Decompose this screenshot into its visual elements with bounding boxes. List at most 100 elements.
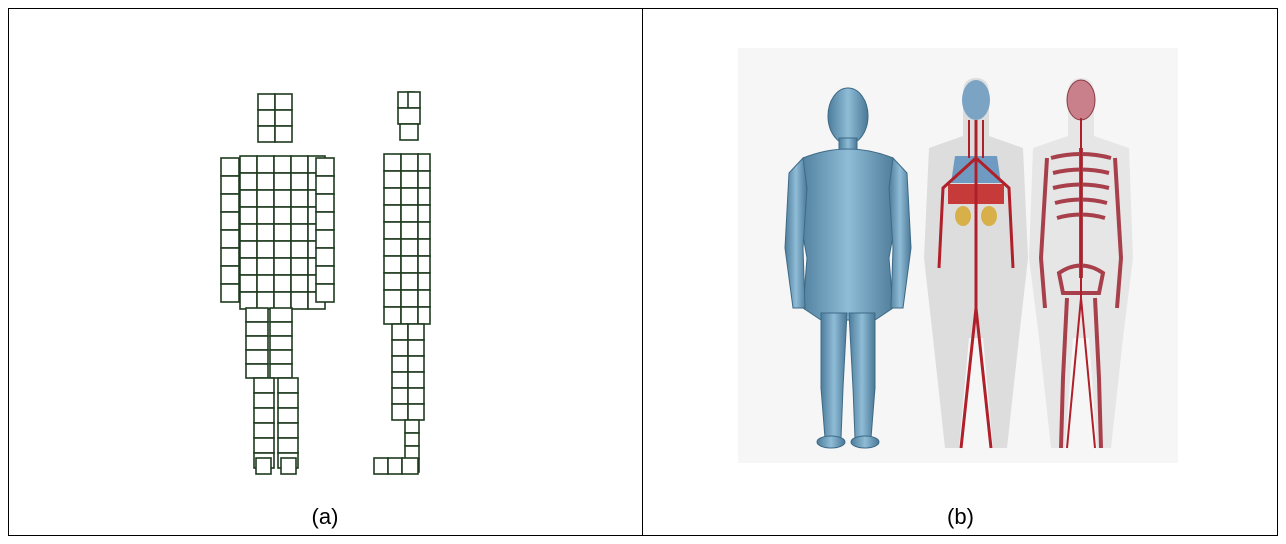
voxel-box <box>254 408 274 423</box>
voxel-box <box>316 194 334 212</box>
voxel-box <box>256 458 271 474</box>
voxel-box <box>388 458 402 474</box>
anatomical-phantom-figure <box>643 8 1278 536</box>
voxel-box <box>278 378 298 393</box>
voxel-box <box>221 230 239 248</box>
voxel-box <box>408 388 424 404</box>
voxel-box <box>418 256 430 273</box>
voxel-box <box>240 292 257 309</box>
voxel-box <box>270 350 292 364</box>
voxel-box <box>221 248 239 266</box>
voxel-box <box>384 273 401 290</box>
voxel-box <box>274 275 291 292</box>
voxel-box <box>384 154 401 171</box>
voxel-box <box>281 458 296 474</box>
voxel-box <box>270 308 292 322</box>
voxel-box <box>291 292 308 309</box>
voxel-box <box>275 110 292 126</box>
panel-b: (b) <box>643 8 1278 536</box>
voxel-box <box>401 188 418 205</box>
voxel-box <box>258 126 275 142</box>
voxel-box <box>221 266 239 284</box>
voxel-box <box>254 438 274 453</box>
voxel-box <box>400 124 418 140</box>
voxel-box <box>401 273 418 290</box>
voxel-box <box>240 173 257 190</box>
voxel-box <box>291 224 308 241</box>
voxel-box <box>257 241 274 258</box>
voxel-box <box>270 336 292 350</box>
voxel-box <box>278 438 298 453</box>
voxel-box <box>254 393 274 408</box>
voxel-box <box>418 222 430 239</box>
voxel-box <box>291 275 308 292</box>
voxel-box <box>316 266 334 284</box>
voxel-box <box>316 284 334 302</box>
voxel-box <box>270 322 292 336</box>
voxel-box <box>408 404 424 420</box>
voxel-box <box>291 258 308 275</box>
voxel-box <box>392 324 408 340</box>
caption-a: (a) <box>8 504 642 530</box>
voxel-box <box>257 275 274 292</box>
voxel-box <box>401 307 418 324</box>
voxel-box <box>398 108 420 124</box>
voxel-box <box>274 190 291 207</box>
voxel-phantom-figure <box>8 8 642 536</box>
voxel-box <box>418 239 430 256</box>
voxel-box <box>392 388 408 404</box>
voxel-box <box>274 156 291 173</box>
voxel-box <box>392 340 408 356</box>
voxel-box <box>246 336 268 350</box>
voxel-box <box>257 190 274 207</box>
voxel-box <box>418 307 430 324</box>
voxel-box <box>401 171 418 188</box>
voxel-box <box>257 224 274 241</box>
voxel-box <box>246 364 268 378</box>
voxel-box <box>384 256 401 273</box>
voxel-box <box>246 350 268 364</box>
voxel-box <box>291 241 308 258</box>
voxel-box <box>401 290 418 307</box>
voxel-box <box>257 173 274 190</box>
voxel-box <box>405 420 419 433</box>
voxel-box <box>401 154 418 171</box>
voxel-box <box>374 458 388 474</box>
voxel-box <box>274 173 291 190</box>
voxel-box <box>384 205 401 222</box>
voxel-box <box>392 372 408 388</box>
voxel-box <box>408 340 424 356</box>
voxel-box <box>401 239 418 256</box>
voxel-box <box>291 173 308 190</box>
voxel-box <box>240 258 257 275</box>
voxel-box <box>316 176 334 194</box>
voxel-box <box>240 207 257 224</box>
voxel-box <box>246 322 268 336</box>
voxel-box <box>221 158 239 176</box>
voxel-box <box>418 205 430 222</box>
voxel-box <box>221 176 239 194</box>
caption-b: (b) <box>643 504 1278 530</box>
voxel-box <box>316 158 334 176</box>
voxel-box <box>418 171 430 188</box>
panel-a: (a) <box>8 8 642 536</box>
voxel-box <box>274 207 291 224</box>
voxel-box <box>274 224 291 241</box>
voxel-box <box>384 290 401 307</box>
voxel-box <box>274 258 291 275</box>
voxel-box <box>384 222 401 239</box>
voxel-box <box>316 212 334 230</box>
voxel-box <box>316 230 334 248</box>
voxel-box <box>254 378 274 393</box>
voxel-box <box>221 194 239 212</box>
voxel-box <box>316 248 334 266</box>
voxel-box <box>418 188 430 205</box>
voxel-box <box>240 275 257 292</box>
voxel-box <box>257 156 274 173</box>
voxel-box <box>270 364 292 378</box>
voxel-box <box>240 224 257 241</box>
voxel-box <box>257 292 274 309</box>
voxel-box <box>402 458 418 474</box>
voxel-box <box>408 372 424 388</box>
voxel-box <box>254 423 274 438</box>
